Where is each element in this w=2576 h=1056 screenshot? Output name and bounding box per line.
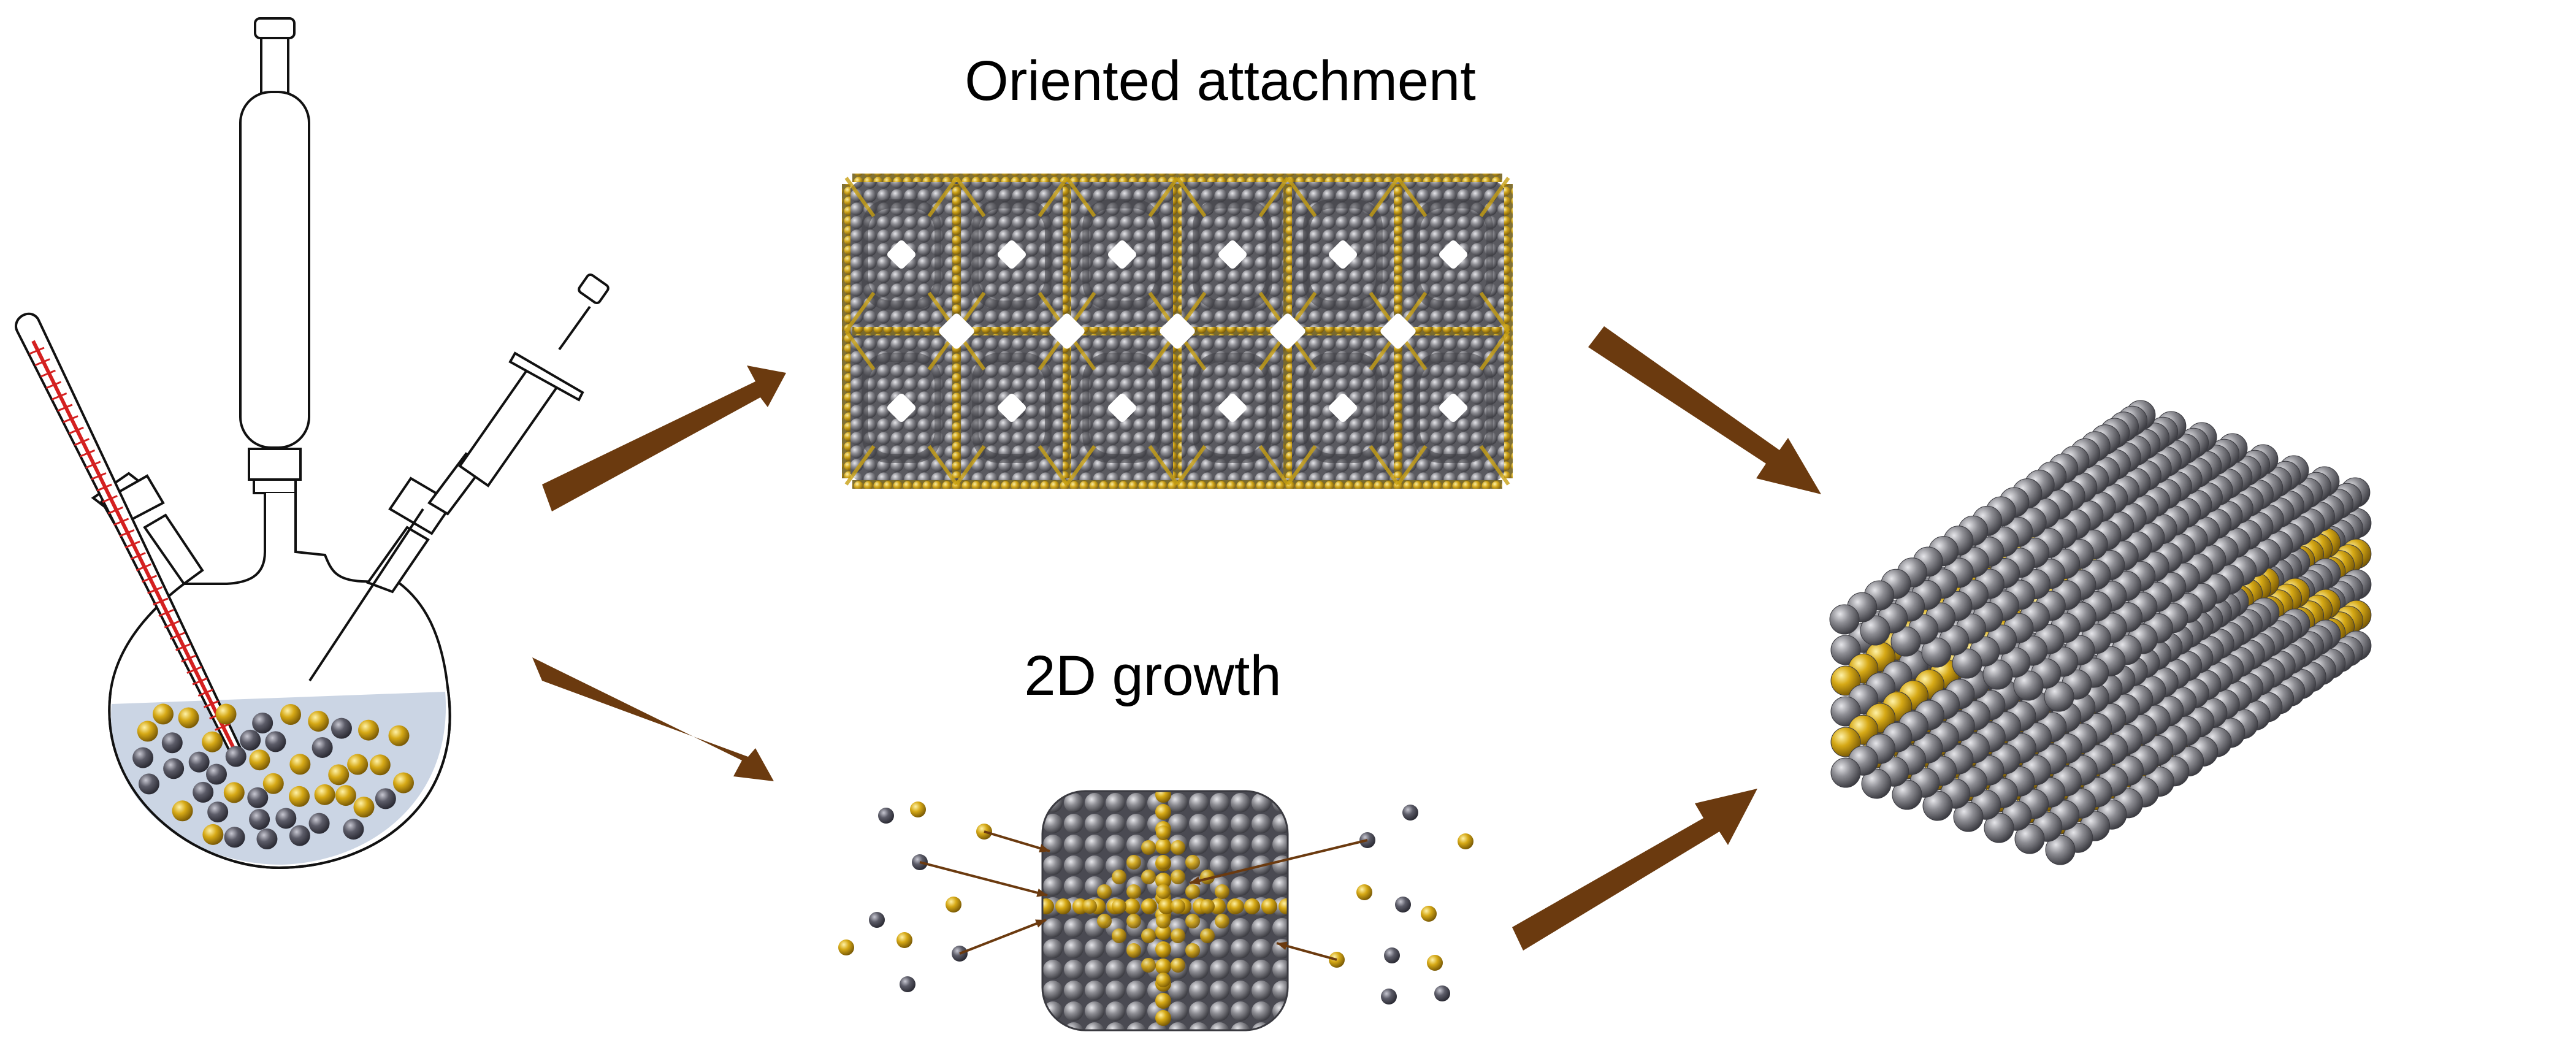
gold-atom: [137, 721, 158, 742]
gray-atom: [240, 729, 261, 751]
pore: [1049, 313, 1085, 349]
gold-atom: [280, 704, 301, 725]
pore: [939, 313, 974, 349]
gray-atom: [289, 825, 310, 846]
pore: [1108, 240, 1136, 269]
gold-atom: [1356, 884, 1372, 900]
gold-atom: [1458, 833, 1473, 849]
gold-atom: [1421, 906, 1437, 922]
gray-atom: [206, 763, 227, 785]
pore: [1329, 240, 1357, 269]
gray-atom: [138, 773, 159, 795]
gray-atom: [1395, 897, 1411, 913]
2d-growth-nanocrystal: [1041, 790, 1289, 1031]
gold-atom: [308, 711, 329, 732]
gold-atom: [838, 939, 854, 955]
gray-atom: [256, 828, 278, 850]
pore: [1160, 313, 1195, 349]
pore: [1439, 394, 1467, 422]
process-arrows: [532, 326, 1821, 951]
gray-atom: [275, 808, 297, 829]
gold-atom: [249, 749, 270, 771]
gray-atom: [224, 827, 245, 848]
oriented-attachment-label: Oriented attachment: [965, 50, 1476, 112]
gray-atom: [161, 732, 183, 754]
pore: [1108, 394, 1136, 422]
gray-atom: [308, 813, 330, 834]
syringe-icon: [308, 273, 610, 682]
gold-atom: [289, 786, 310, 807]
layered-nanosheet-stack: [1829, 400, 2372, 865]
condenser-icon: [239, 17, 310, 494]
gold-atom: [178, 707, 199, 729]
gray-atom: [207, 802, 229, 823]
gray-atom: [188, 751, 210, 773]
gray-atom: [343, 819, 364, 840]
gold-atom: [202, 824, 224, 845]
gray-atom: [225, 746, 247, 767]
gray-atom: [163, 758, 185, 779]
gray-atom: [1381, 989, 1397, 1004]
pore: [1270, 313, 1305, 349]
gray-atom: [252, 712, 273, 733]
gold-atom: [262, 773, 284, 794]
gold-atom: [896, 932, 912, 948]
gray-atom: [375, 788, 396, 809]
gold-atom: [289, 754, 311, 775]
gold-atom: [223, 782, 245, 803]
pore: [887, 394, 915, 422]
gold-atom: [388, 725, 410, 746]
arrow-2d-growth-to-stack: [1512, 789, 1757, 951]
gold-atom: [335, 785, 356, 806]
gold-atom: [328, 764, 350, 786]
gray-atom: [869, 912, 885, 928]
gold-atom: [369, 754, 391, 776]
gold-atom: [353, 797, 375, 818]
arrow-flask-to-oriented-attachment: [542, 365, 786, 511]
three-neck-flask-icon: [15, 17, 610, 870]
gold-atom: [946, 897, 961, 913]
gold-atom: [202, 731, 223, 752]
gray-atom: [1434, 985, 1450, 1001]
oriented-attachment-superlattice: [842, 174, 1513, 489]
pore: [1218, 240, 1247, 269]
pore: [1329, 394, 1357, 422]
pore: [1218, 394, 1247, 422]
gold-atom: [358, 719, 380, 741]
gold-atom: [347, 754, 369, 775]
pore: [998, 394, 1026, 422]
gray-atom: [193, 781, 214, 803]
gray-atom: [132, 747, 154, 768]
gold-atom: [1427, 955, 1443, 971]
gray-atom: [247, 787, 269, 808]
pore: [1380, 313, 1416, 349]
arrow-flask-to-2d-growth: [532, 657, 774, 781]
gray-atom: [1384, 947, 1400, 963]
nanoparticles-in-solution: [132, 703, 415, 850]
gray-atom: [249, 809, 270, 830]
free-precursor-atoms: [838, 802, 1473, 1004]
gray-atom: [331, 717, 352, 739]
2d-growth-label: 2D growth: [1024, 645, 1282, 707]
gray-atom: [900, 976, 915, 992]
arrow-oriented-attachment-to-stack: [1588, 326, 1821, 494]
thermometer-icon: [15, 312, 242, 755]
pore: [1439, 240, 1467, 269]
gold-atom: [152, 703, 174, 725]
pore: [998, 240, 1026, 269]
pore: [887, 240, 915, 269]
gold-atom: [393, 772, 415, 794]
gold-atom: [314, 784, 335, 805]
gold-atom: [172, 800, 193, 822]
gold-atom: [910, 802, 926, 817]
gray-atom: [265, 731, 286, 752]
gray-atom: [1402, 805, 1418, 821]
gray-atom: [311, 737, 333, 758]
gray-atom: [878, 808, 894, 824]
gold-atom: [215, 703, 237, 725]
